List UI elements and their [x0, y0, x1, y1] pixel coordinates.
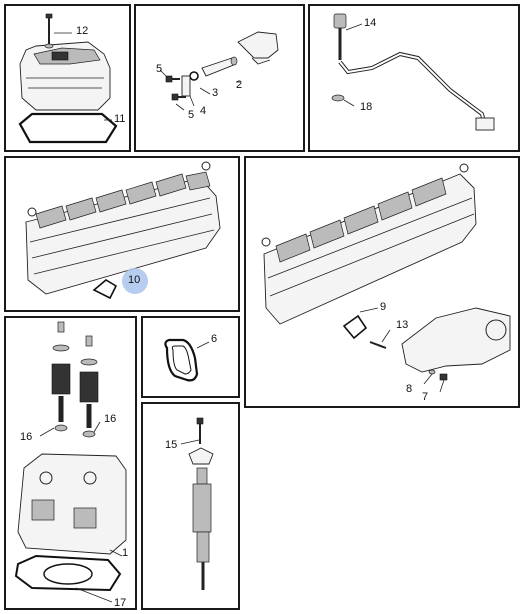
panel-head-gasket-front: 10 [4, 156, 240, 312]
engine-head-view [261, 163, 477, 325]
manifold-washer [428, 369, 436, 375]
cylinder-head-drawing [14, 321, 127, 603]
callout-8[interactable]: 8 [406, 383, 413, 395]
callout-9[interactable]: 9 [380, 301, 387, 313]
panel-exhaust-manifold: 9 13 8 7 [244, 156, 520, 408]
callout-10[interactable]: 10 [128, 274, 141, 286]
seal-ring-drawing [164, 338, 210, 382]
valve-cover [19, 41, 111, 111]
callout-11[interactable]: 11 [114, 113, 126, 125]
manifold-gasket [342, 314, 368, 340]
fuel-line-drawing [331, 13, 495, 131]
seal-ring [164, 338, 199, 382]
plate [181, 75, 191, 97]
head-gasket [14, 554, 122, 592]
injector-drawing [180, 417, 214, 590]
callout-5-bottom[interactable]: 5 [188, 109, 195, 121]
sealing-washer [331, 94, 345, 102]
valve-spring-left [51, 321, 71, 432]
panel-rocker-shaft: 2 3 5 5 4 [134, 4, 305, 152]
valve-cover-bolt [44, 13, 54, 49]
callout-4[interactable]: 4 [200, 105, 207, 117]
valve-cover-gasket [18, 112, 118, 144]
banjo-bolt [333, 13, 347, 60]
screw-top [165, 75, 180, 83]
fuel-line [338, 51, 495, 131]
panel-valve-cover: 12 11 [4, 4, 131, 152]
panel-cylinder-head: 16 16 1 17 [4, 316, 137, 610]
callout-7[interactable]: 7 [422, 391, 429, 403]
callout-2[interactable]: 2 [236, 79, 243, 91]
valve-cover-drawing [18, 13, 118, 144]
screw-bottom [171, 93, 186, 101]
exhaust-manifold-drawing [261, 163, 511, 393]
cylinder-head [17, 453, 127, 555]
callout-1[interactable]: 1 [122, 547, 129, 559]
manifold-nut [439, 373, 448, 381]
callout-3[interactable]: 3 [212, 87, 219, 99]
manifold-stud [369, 341, 387, 349]
rocker-arm-bracket [237, 31, 279, 65]
injector-clamp [188, 447, 214, 465]
callout-18[interactable]: 18 [360, 101, 373, 113]
callout-12[interactable]: 12 [76, 25, 89, 37]
callout-15[interactable]: 15 [165, 439, 178, 451]
exhaust-manifold [401, 307, 511, 373]
cylinder-head-assembly [25, 161, 221, 295]
injector-clamp-bolt [196, 417, 204, 444]
callout-17[interactable]: 17 [114, 597, 127, 609]
panel-fuel-line: 14 18 [308, 4, 520, 152]
rocker-shaft-drawing [159, 31, 279, 111]
callout-14[interactable]: 14 [364, 17, 377, 29]
head-front-drawing [25, 161, 221, 300]
callout-13[interactable]: 13 [396, 319, 409, 331]
valve-spring-right [79, 335, 99, 438]
callout-16-left[interactable]: 16 [20, 431, 33, 443]
rocker-shaft [201, 56, 238, 77]
fuel-injector [192, 467, 212, 590]
panel-seal-ring: 6 [141, 316, 240, 398]
callout-5-top[interactable]: 5 [156, 63, 163, 75]
panel-injector: 15 [141, 402, 240, 610]
exhaust-gasket [92, 279, 118, 300]
callout-10-highlight [122, 268, 148, 294]
callout-16-right[interactable]: 16 [104, 413, 117, 425]
callout-6[interactable]: 6 [211, 333, 218, 345]
o-ring [189, 71, 199, 81]
